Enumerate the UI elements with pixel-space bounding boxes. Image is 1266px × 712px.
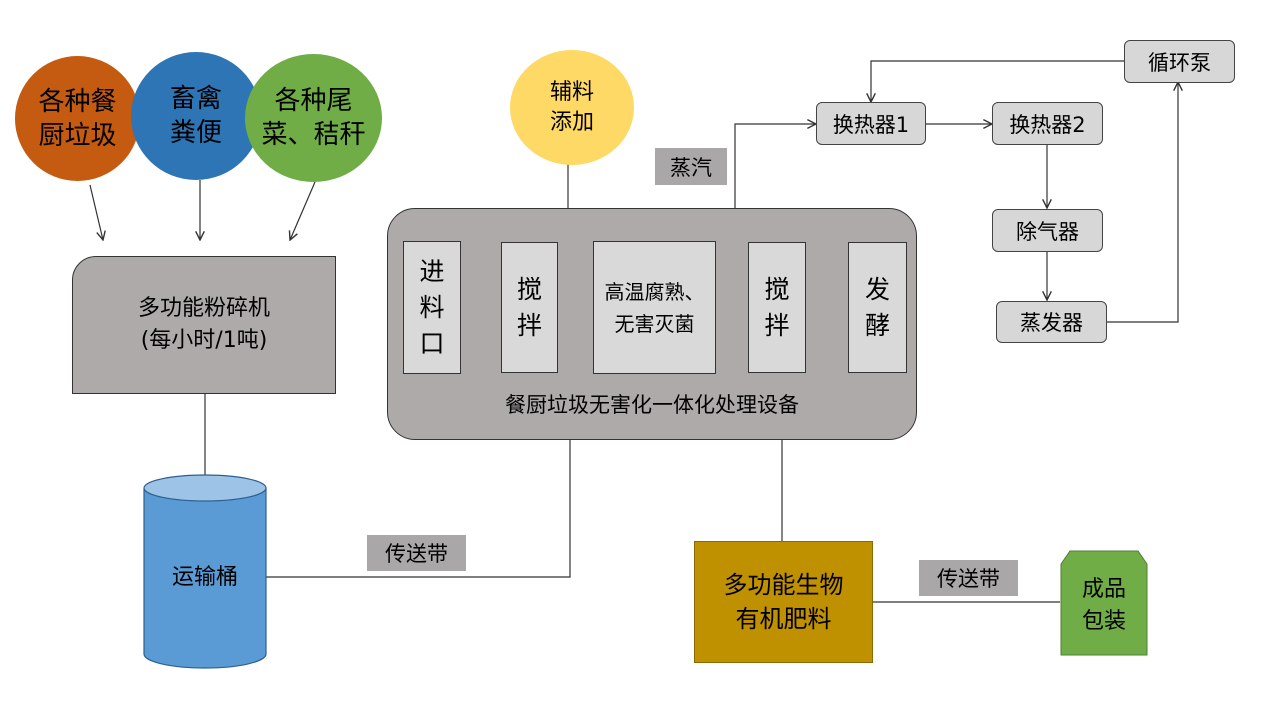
- heat-exchanger-1-label: 换热器1: [832, 112, 910, 137]
- auxiliary-material-label: 辅料 添加: [549, 79, 594, 135]
- degasser: 除气器: [992, 209, 1103, 252]
- transport-bucket: 运输桶: [143, 540, 267, 610]
- conveyor-tag-2: 传送带: [919, 560, 1018, 596]
- organic-fertilizer-label: 多功能生物 有机肥料: [723, 571, 844, 633]
- stage-mixing-2-label: 搅 拌: [764, 274, 790, 340]
- input-vegetable-straw: 各种尾 菜、秸秆: [245, 54, 382, 182]
- heat-exchanger-2-label: 换热器2: [1009, 112, 1086, 137]
- conveyor-tag-1: 传送带: [367, 535, 466, 571]
- stage-mixing-1-label: 搅 拌: [516, 274, 542, 340]
- organic-fertilizer: 多功能生物 有机肥料: [694, 541, 873, 663]
- heat-exchanger-1: 换热器1: [816, 102, 926, 145]
- auxiliary-material: 辅料 添加: [510, 50, 634, 165]
- input-livestock-manure: 畜禽 粪便: [131, 52, 261, 180]
- steam-tag-label: 蒸汽: [670, 155, 712, 180]
- multifunction-crusher-label: 多功能粉碎机 (每小时/1吨): [137, 296, 270, 353]
- finished-package: 成品 包装: [1060, 560, 1148, 652]
- degasser-label: 除气器: [1016, 219, 1079, 244]
- input-kitchen-waste: 各种餐 厨垃圾: [15, 56, 140, 181]
- finished-package-shape: [1060, 550, 1148, 656]
- arrow-evaporator-to-pump: [1107, 82, 1178, 323]
- stage-feed-inlet: 进 料 口: [403, 241, 461, 374]
- stage-fermentation: 发 酵: [848, 242, 907, 373]
- input-vegetable-straw-label: 各种尾 菜、秸秆: [261, 86, 366, 150]
- evaporator: 蒸发器: [996, 301, 1107, 343]
- transport-bucket-label: 运输桶: [171, 565, 238, 590]
- arrow-kitchen-waste-to-crusher: [89, 184, 103, 240]
- arrow-steam-to-exchanger-1: [734, 124, 816, 228]
- input-kitchen-waste-label: 各种餐 厨垃圾: [38, 86, 117, 151]
- transport-bucket-shape: [143, 474, 267, 669]
- steam-tag: 蒸汽: [655, 148, 727, 185]
- line-bucket-to-equipment: [265, 440, 571, 578]
- circulation-pump-label: 循环泵: [1148, 50, 1211, 75]
- stage-feed-inlet-label: 进 料 口: [419, 256, 445, 358]
- processing-equipment-label: 餐厨垃圾无害化一体化处理设备: [505, 393, 799, 417]
- arrow-straw-to-crusher: [290, 181, 316, 240]
- conveyor-tag-1-label: 传送带: [385, 542, 448, 566]
- heat-exchanger-2: 换热器2: [992, 102, 1103, 145]
- stage-fermentation-label: 发 酵: [864, 274, 890, 340]
- stage-mixing-1: 搅 拌: [501, 242, 558, 373]
- circulation-pump: 循环泵: [1124, 40, 1235, 83]
- multifunction-crusher: 多功能粉碎机 (每小时/1吨): [72, 256, 336, 394]
- finished-package-label: 成品 包装: [1081, 577, 1126, 634]
- arrow-pump-to-exchanger-1: [871, 60, 1124, 102]
- stage-high-temp-sterilization: 高温腐熟、 无害灭菌: [593, 241, 716, 374]
- input-livestock-manure-label: 畜禽 粪便: [169, 84, 222, 148]
- evaporator-label: 蒸发器: [1020, 311, 1083, 335]
- stage-mixing-2: 搅 拌: [748, 242, 806, 373]
- stage-high-temp-sterilization-label: 高温腐熟、 无害灭菌: [604, 279, 705, 336]
- conveyor-tag-2-label: 传送带: [937, 567, 1000, 591]
